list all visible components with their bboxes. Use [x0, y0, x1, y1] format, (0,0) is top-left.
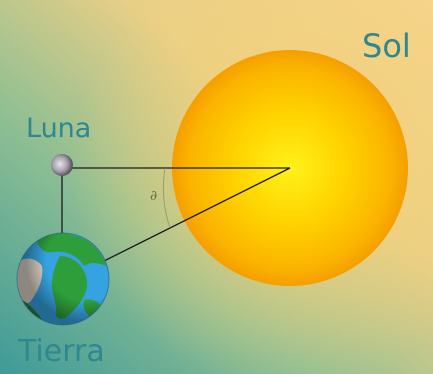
angle-symbol: ∂	[150, 188, 158, 204]
moon	[51, 154, 73, 176]
moon-label: Luna	[26, 113, 92, 144]
earth-label: Tierra	[18, 334, 105, 369]
angle-arc	[162, 167, 171, 229]
sun-label: Sol	[362, 27, 411, 65]
earth	[16, 232, 110, 326]
